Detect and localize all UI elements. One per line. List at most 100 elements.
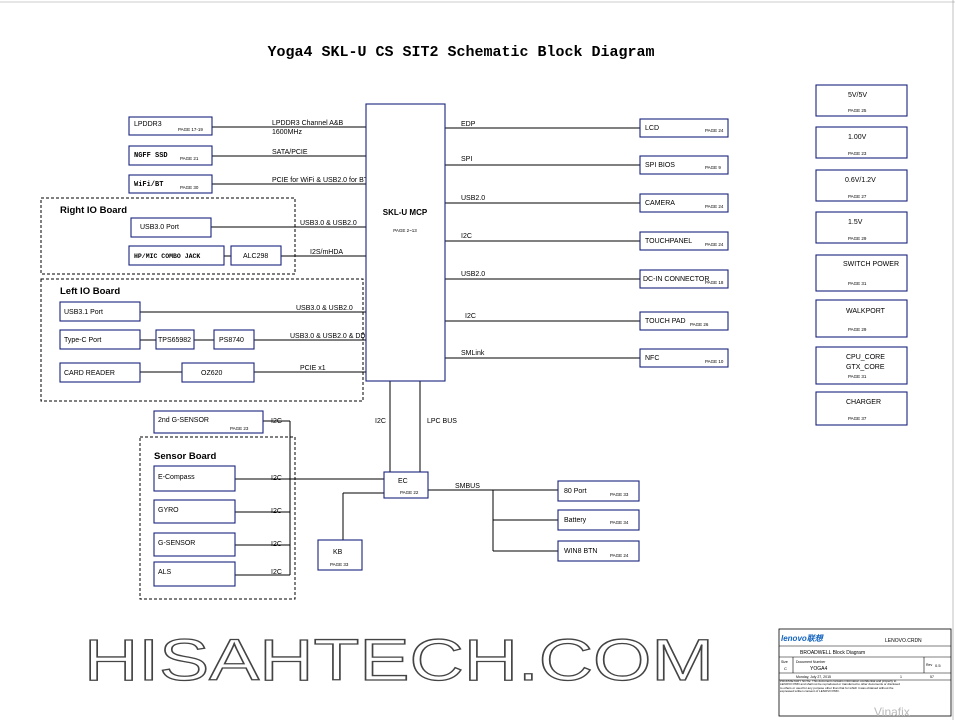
block-switch-power[interactable]: SWITCH POWER PAGE 31	[815, 254, 908, 292]
block-camera-label: CAMERA	[645, 200, 675, 207]
block-usb31-port[interactable]: USB3.1 Port	[59, 301, 141, 322]
right-blocks: LCD PAGE 24 SPI BIOS PAGE 9 CAMERA PAGE …	[639, 118, 729, 368]
block-dc-in[interactable]: DC-IN CONNECTOR PAGE 18	[639, 269, 729, 289]
block-tps-label: TPS65982	[158, 337, 191, 344]
block-lpddr3-label: LPDDR3	[134, 121, 162, 128]
block-lpddr3[interactable]: LPDDR3 PAGE 17-19	[128, 116, 213, 136]
charger-label: CHARGER	[846, 399, 881, 406]
block-power-15v[interactable]: 1.5V PAGE 29	[815, 211, 908, 244]
cpu-core-label: CPU_CORE	[846, 354, 885, 361]
kb-page: PAGE 33	[330, 562, 349, 567]
block-camera[interactable]: CAMERA PAGE 24	[639, 193, 729, 213]
block-charger[interactable]: CHARGER PAGE 37	[815, 391, 908, 426]
signal-pcie-x1: PCIE x1	[300, 365, 326, 372]
power-15v-page: PAGE 29	[848, 236, 867, 241]
block-g-sensor[interactable]: G-SENSOR	[153, 532, 236, 557]
date-value: Monday, July 27, 2015	[796, 675, 831, 679]
block-skl-u-mcp[interactable]: SKL-U MCP PAGE 2~13	[365, 103, 446, 382]
block-lcd-page: PAGE 24	[705, 128, 724, 133]
watermark-vinafix: Vinafix	[874, 705, 910, 719]
signal-i2s: I2S/mHDA	[310, 249, 343, 256]
block-touch-pad[interactable]: TOUCH PAD PAGE 26	[639, 311, 729, 331]
block-power-06v[interactable]: 0.6V/1.2V PAGE 27	[815, 169, 908, 202]
ec-label: EC	[398, 478, 408, 485]
walkport-label: WALKPORT	[846, 308, 886, 315]
signal-i2c-touchpad: I2C	[465, 313, 476, 320]
block-ngff-label: NGFF SSD	[134, 152, 168, 160]
block-lcd[interactable]: LCD PAGE 24	[639, 118, 729, 138]
block-nfc-label: NFC	[645, 355, 659, 362]
port80-page: PAGE 33	[610, 492, 629, 497]
block-tps65982[interactable]: TPS65982	[155, 329, 195, 350]
block-card-reader[interactable]: CARD READER	[59, 362, 141, 383]
block-typec-label: Type-C Port	[64, 337, 101, 344]
left-io-board: Left IO Board USB3.1 Port Type-C Port TP…	[40, 278, 364, 402]
block-touchpanel-label: TOUCHPANEL	[645, 238, 692, 245]
block-win8-btn[interactable]: WIN8 BTN PAGE 24	[557, 540, 640, 562]
block-alc-label: ALC298	[243, 253, 268, 260]
sensor-board: Sensor Board E-Compass GYRO G-SENSOR ALS	[139, 436, 296, 600]
docnum-value: YOGA4	[810, 666, 827, 672]
mcp-page: PAGE 2~13	[393, 228, 417, 233]
block-ec[interactable]: EC PAGE 22	[383, 471, 429, 499]
block-camera-page: PAGE 24	[705, 204, 724, 209]
block-power-5v[interactable]: 5V/5V PAGE 25	[815, 84, 908, 117]
block-ngff-ssd[interactable]: NGFF SSD PAGE 21	[128, 145, 213, 166]
block-battery[interactable]: Battery PAGE 34	[557, 509, 640, 531]
size-value: C	[784, 666, 787, 671]
block-touchpanel[interactable]: TOUCHPANEL PAGE 24	[639, 231, 729, 251]
ecompass-label: E-Compass	[158, 474, 195, 481]
block-oz620[interactable]: OZ620	[181, 362, 255, 383]
rev-label: Rev	[926, 663, 932, 667]
block-typec-port[interactable]: Type-C Port	[59, 329, 141, 350]
block-ps8740[interactable]: PS8740	[213, 329, 255, 350]
block-als[interactable]: ALS	[153, 561, 236, 587]
watermark: HISAHTECH.COM	[84, 628, 714, 693]
block-touchpad-page: PAGE 26	[690, 322, 709, 327]
block-spi-bios[interactable]: SPI BIOS PAGE 9	[639, 155, 729, 175]
switch-power-page: PAGE 31	[848, 281, 867, 286]
block-power-1v[interactable]: 1.00V PAGE 23	[815, 126, 908, 159]
block-usb30-port[interactable]: USB3.0 Port	[130, 217, 212, 238]
block-card-label: CARD READER	[64, 370, 115, 377]
block-usb31-label: USB3.1 Port	[64, 309, 103, 316]
lenovo-logo: lenovo联想	[781, 634, 825, 643]
block-nfc[interactable]: NFC PAGE 10	[639, 348, 729, 368]
sheet-value: 1	[900, 675, 902, 679]
block-2nd-g-sensor[interactable]: 2nd G-SENSOR PAGE 23	[153, 410, 264, 434]
signal-i2c-gsensor: I2C	[271, 541, 282, 548]
signal-lpddr3-speed: 1600MHz	[272, 129, 302, 136]
block-cpu-core[interactable]: CPU_CORE GTX_CORE PAGE 31	[815, 346, 908, 385]
mcp-label: SKL-U MCP	[383, 208, 428, 217]
signal-typec: USB3.0 & USB2.0 & DDI	[290, 333, 367, 340]
block-dcin-label: DC-IN CONNECTOR	[643, 276, 709, 283]
size-label: Size	[781, 660, 788, 664]
ec-page: PAGE 22	[400, 490, 419, 495]
block-spi-label: SPI BIOS	[645, 162, 675, 169]
block-80-port[interactable]: 80 Port PAGE 33	[557, 480, 640, 502]
power-5v-page: PAGE 25	[848, 108, 867, 113]
block-e-compass[interactable]: E-Compass	[153, 465, 236, 492]
signal-i2c-als: I2C	[271, 569, 282, 576]
signal-usb31: USB3.0 & USB2.0	[296, 305, 353, 312]
block-oz-label: OZ620	[201, 370, 223, 377]
win8btn-label: WIN8 BTN	[564, 548, 597, 555]
block-walkport[interactable]: WALKPORT PAGE 29	[815, 299, 908, 338]
ec-blocks: 80 Port PAGE 33 Battery PAGE 34 WIN8 BTN…	[557, 480, 640, 562]
win8btn-page: PAGE 24	[610, 553, 629, 558]
block-gyro[interactable]: GYRO	[153, 499, 236, 524]
signal-lpddr3: LPDDR3 Channel A&B	[272, 120, 344, 127]
block-alc298[interactable]: ALC298	[230, 245, 282, 266]
block-usb30-label: USB3.0 Port	[140, 224, 179, 231]
block-hp-mic-jack[interactable]: HP/MIC COMBO JACK	[128, 245, 225, 266]
block-hp-label: HP/MIC COMBO JACK	[134, 253, 200, 260]
block-lcd-label: LCD	[645, 125, 659, 132]
battery-label: Battery	[564, 517, 587, 524]
signal-i2c-g2: I2C	[271, 418, 282, 425]
gyro-label: GYRO	[158, 507, 179, 514]
proprietary-note: PROPRIETARY NOTE: This document contains…	[780, 680, 900, 694]
block-kb[interactable]: KB PAGE 33	[317, 539, 363, 571]
block-wifi-bt[interactable]: WiFi/BT PAGE 30	[128, 174, 213, 194]
block-wifi-page: PAGE 30	[180, 185, 199, 190]
